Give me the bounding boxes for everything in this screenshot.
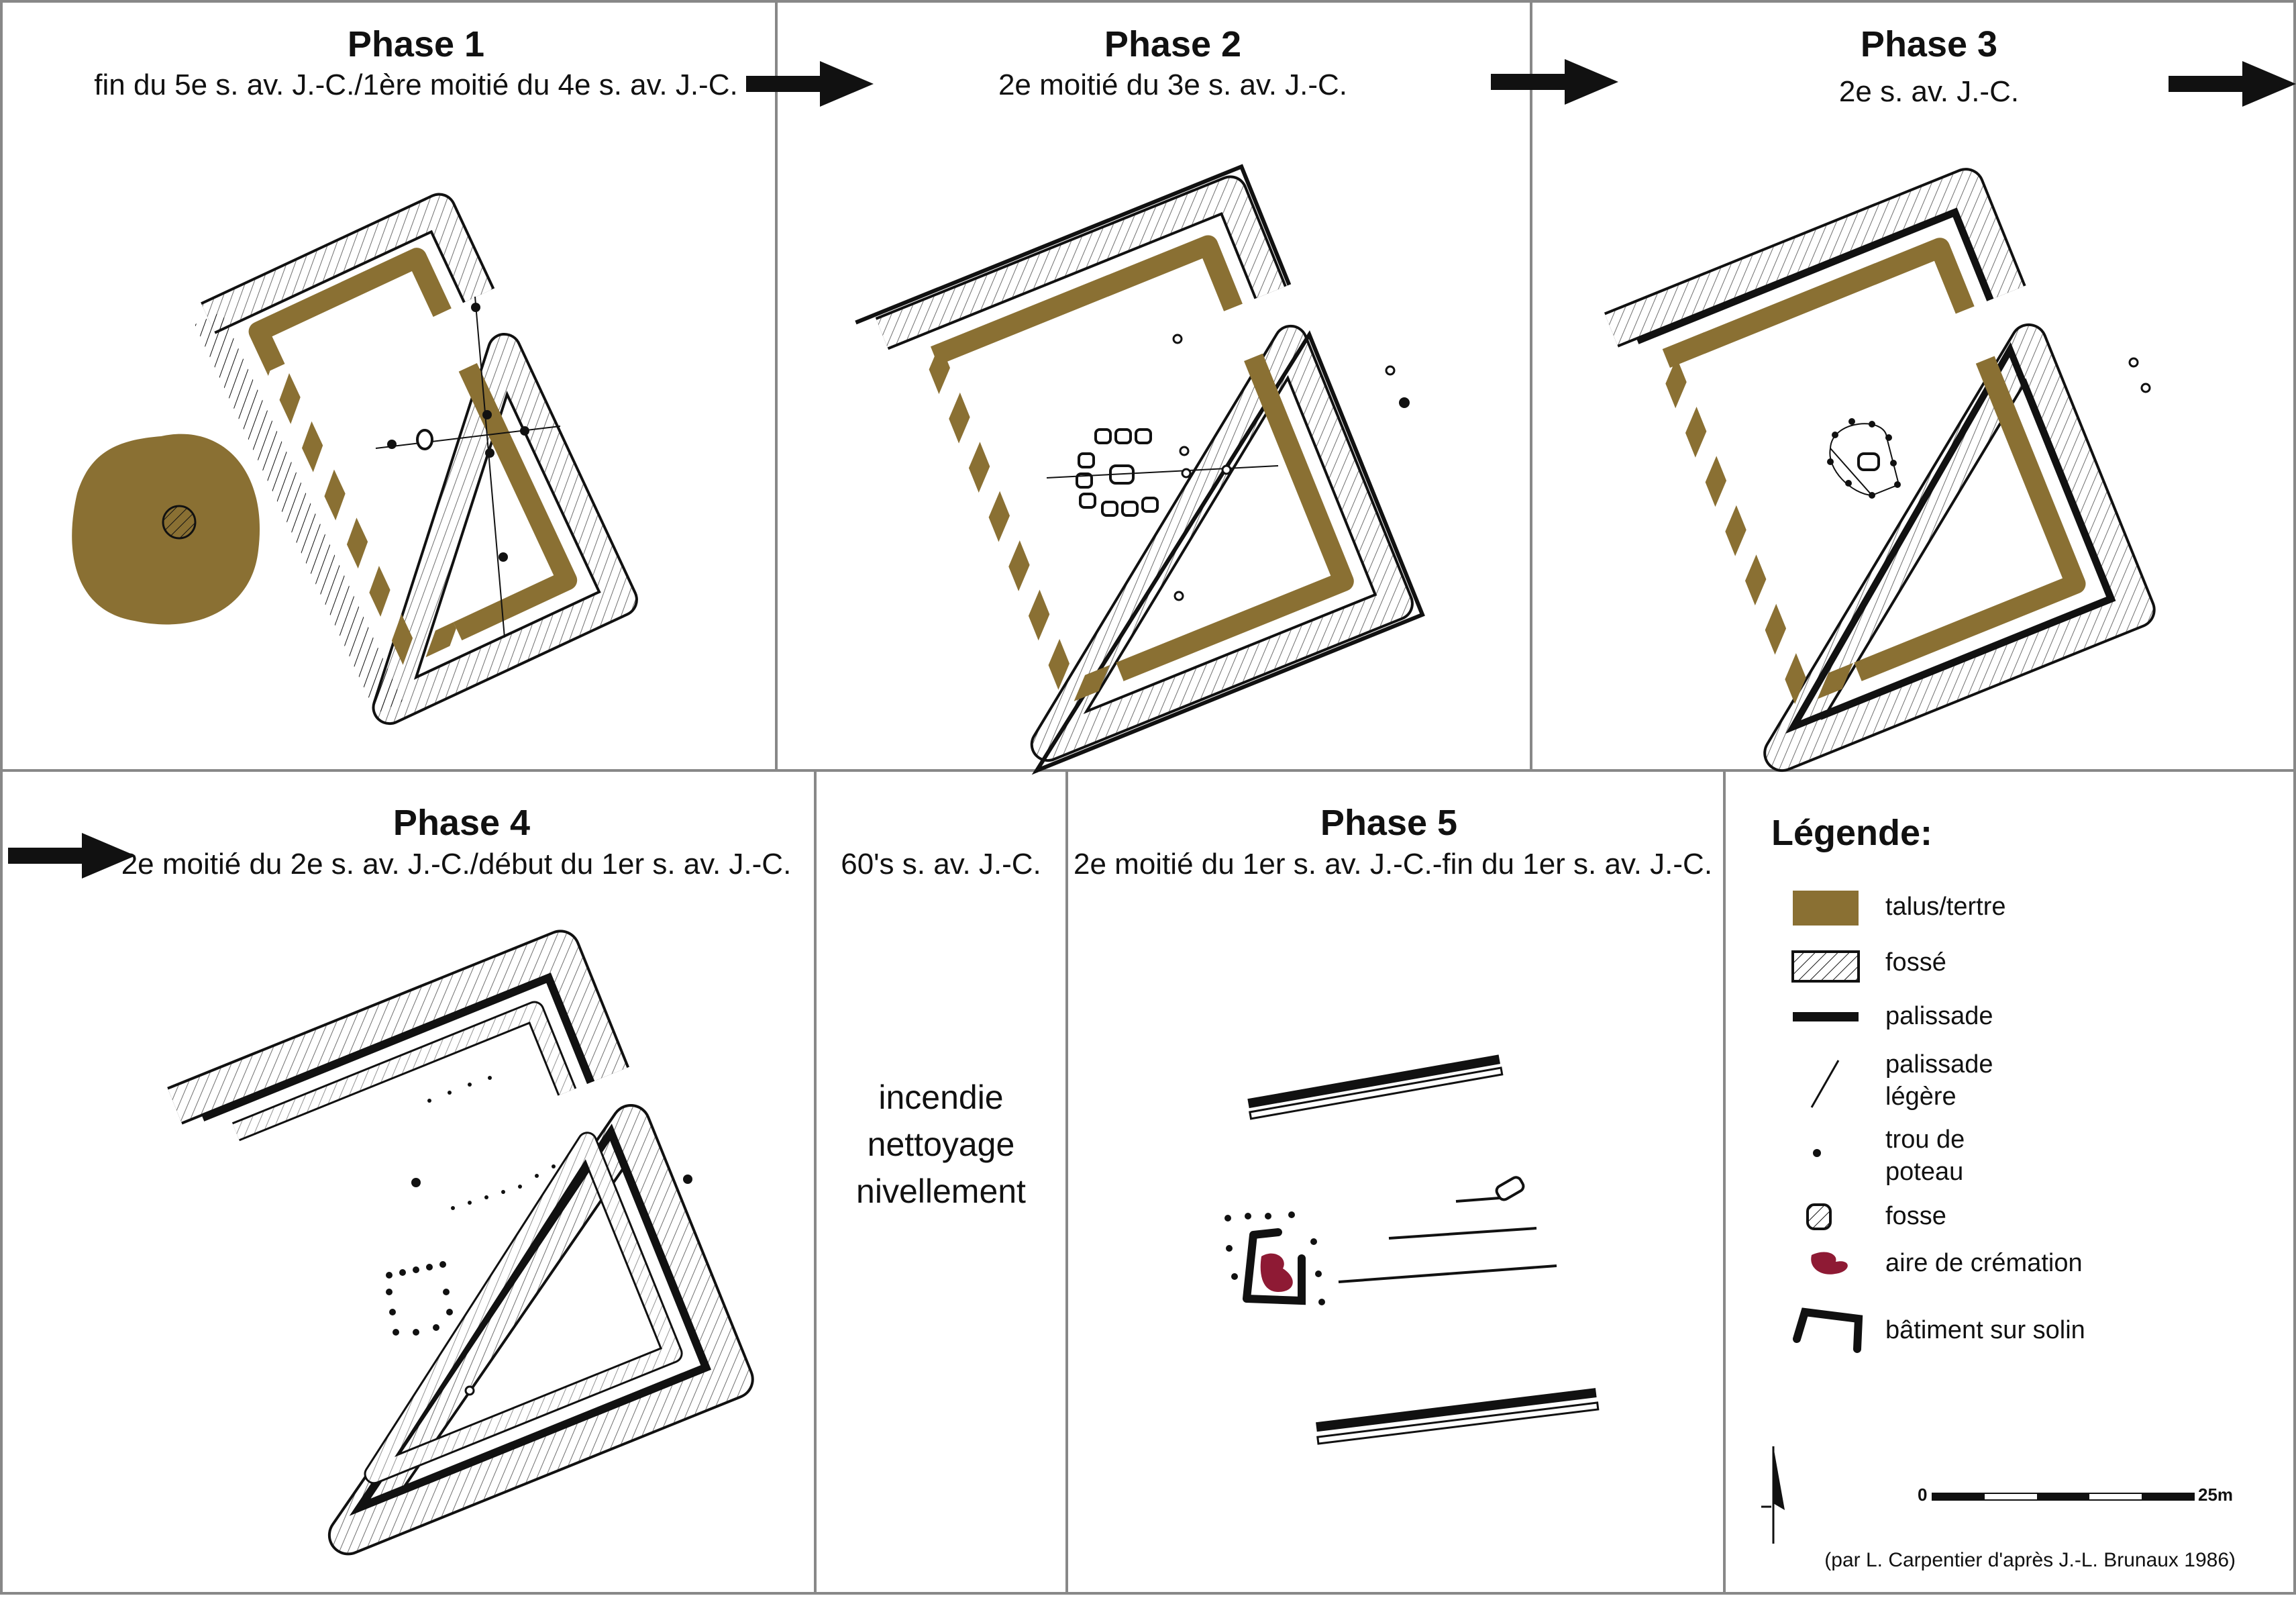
phase-4-title: Phase 4 — [393, 803, 531, 843]
scale-end: 25m — [2198, 1485, 2234, 1505]
phase-3-date: 2e s. av. J.-C. — [1838, 75, 2020, 108]
phase-3-plan — [1604, 168, 2156, 772]
phase-1-plan — [72, 193, 638, 726]
phase-2-date: 2e moitié du 3e s. av. J.-C. — [998, 68, 1348, 101]
pit-symbol — [1806, 1203, 1832, 1230]
legend-label-ditch: fossé — [1885, 948, 1946, 977]
legend-label-bank: talus/tertre — [1885, 893, 2006, 921]
arrow-icon — [1491, 59, 1618, 105]
scale-start: 0 — [1918, 1485, 1928, 1505]
scale-bar — [1932, 1493, 2195, 1501]
phase-5-plan — [1224, 1054, 1600, 1445]
north-arrow-icon — [1761, 1446, 1785, 1544]
legend-label-pit: fosse — [1885, 1202, 1946, 1230]
ditch-swatch — [1791, 950, 1860, 983]
legend-label-palisade: palissade — [1885, 1002, 1993, 1030]
phase-5-date: 2e moitié du 1er s. av. J.-C.-fin du 1er… — [1074, 848, 1713, 881]
phase-3-title: Phase 3 — [1860, 24, 1998, 64]
arrow-icon — [746, 61, 874, 107]
arrow-icon — [2169, 61, 2296, 107]
phase-4-plan — [167, 930, 754, 1556]
arrow-icon — [8, 833, 136, 879]
phase-2-title: Phase 2 — [1104, 24, 1242, 64]
bank-swatch — [1793, 891, 1859, 926]
legend-label-building: bâtiment sur solin — [1885, 1316, 2085, 1344]
legend-heading: Légende: — [1771, 813, 1933, 853]
interphase-date: 60's s. av. J.-C. — [841, 848, 1041, 881]
cremation-area — [1260, 1253, 1293, 1292]
legend-label-light-palisade: palissade légère — [1885, 1050, 1993, 1111]
light-palisade-line — [1810, 1060, 1840, 1108]
legend-label-posthole: trou de poteau — [1885, 1126, 1965, 1186]
phase-2-plan — [855, 164, 1425, 775]
legend-symbols — [1791, 891, 1863, 1353]
posthole-dot — [1813, 1149, 1821, 1157]
central-pit — [162, 505, 197, 540]
phase-4-date: 2e moitié du 2e s. av. J.-C./début du 1e… — [121, 848, 792, 881]
interphase-event-2: nettoyage — [867, 1126, 1015, 1163]
phase-1-title: Phase 1 — [347, 24, 485, 64]
cremation-symbol — [1811, 1252, 1848, 1275]
legend-label-cremation: aire de crémation — [1885, 1249, 2083, 1277]
phase-1-date: fin du 5e s. av. J.-C./1ère moitié du 4e… — [94, 68, 738, 101]
credit-line: (par L. Carpentier d'après J.-L. Brunaux… — [1824, 1549, 2236, 1571]
phase-5-title: Phase 5 — [1320, 803, 1458, 843]
palisade-line — [1793, 1012, 1859, 1021]
interphase-event-1: incendie — [878, 1079, 1004, 1116]
building-symbol — [1793, 1307, 1863, 1353]
interphase-event-3: nivellement — [856, 1172, 1026, 1210]
